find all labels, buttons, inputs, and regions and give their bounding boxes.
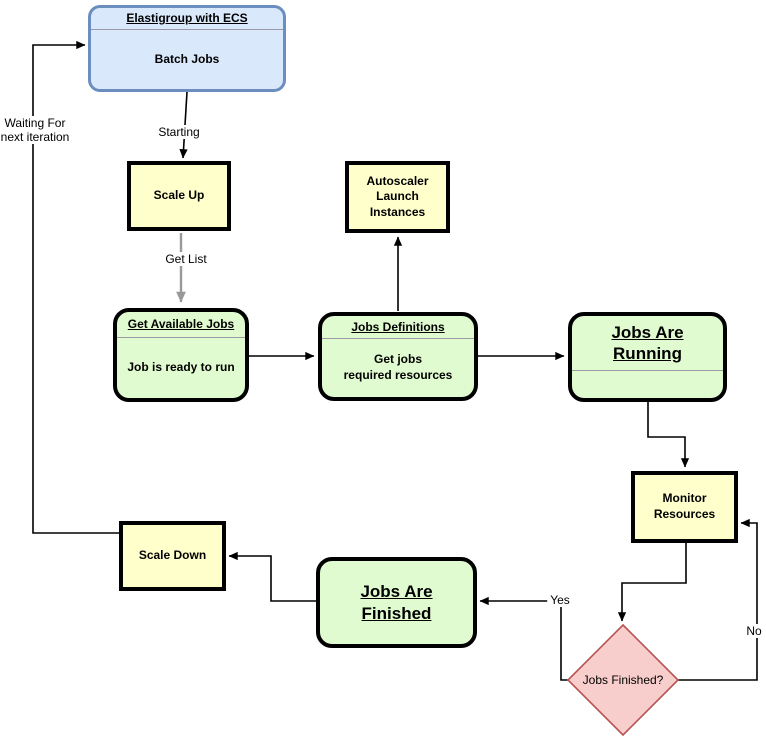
- node-get-available-jobs: Get Available Jobs Job is ready to run: [113, 308, 249, 402]
- node-scale-up: Scale Up: [127, 161, 231, 231]
- edge-label-no: No: [743, 624, 765, 638]
- node-jobs-definitions-title: Jobs Definitions: [322, 316, 474, 339]
- edge-label-starting: Starting: [155, 125, 203, 139]
- node-jobs-are-running: Jobs Are Running: [568, 312, 727, 402]
- node-autoscaler-launch-instances: Autoscaler Launch Instances: [345, 161, 450, 233]
- node-jobs-are-running-body: [572, 371, 723, 398]
- node-jobs-definitions: Jobs Definitions Get jobs required resou…: [318, 312, 478, 401]
- node-monitor-resources: Monitor Resources: [631, 471, 738, 543]
- edge-monitor-to-decision: [617, 543, 687, 622]
- node-jobs-are-finished-title: Jobs Are Finished: [360, 582, 433, 623]
- edge-waiting-loop: [32, 40, 119, 534]
- node-jobs-are-finished: Jobs Are Finished: [316, 557, 477, 648]
- node-scale-up-label: Scale Up: [153, 188, 205, 203]
- jobs-finished-diamond: [566, 623, 680, 737]
- node-batch-jobs-body: Batch Jobs: [154, 51, 220, 66]
- jobs-finished-decision-label: Jobs Finished?: [582, 673, 664, 687]
- node-scale-down-label: Scale Down: [138, 548, 207, 563]
- edge-label-get-list: Get List: [162, 252, 210, 266]
- edge-label-yes: Yes: [547, 593, 573, 607]
- node-batch-jobs: Elastigroup with ECS Batch Jobs: [88, 5, 286, 92]
- node-get-available-jobs-body: Job is ready to run: [127, 360, 235, 375]
- node-jobs-are-running-title: Jobs Are Running: [572, 316, 723, 371]
- edge-finished-to-scaledown: [228, 551, 316, 602]
- node-monitor-resources-label: Monitor Resources: [653, 491, 716, 521]
- node-get-available-jobs-title: Get Available Jobs: [117, 312, 245, 338]
- edge-label-waiting: Waiting For next iteration: [0, 116, 73, 144]
- edge-decision-yes: [479, 596, 568, 681]
- node-batch-jobs-title: Elastigroup with ECS: [91, 8, 283, 30]
- edge-running-to-monitor: [647, 402, 690, 468]
- node-jobs-definitions-body: Get jobs required resources: [343, 352, 453, 382]
- node-autoscaler-label: Autoscaler Launch Instances: [366, 173, 429, 219]
- edge-decision-no: [678, 518, 758, 681]
- node-scale-down: Scale Down: [119, 521, 226, 591]
